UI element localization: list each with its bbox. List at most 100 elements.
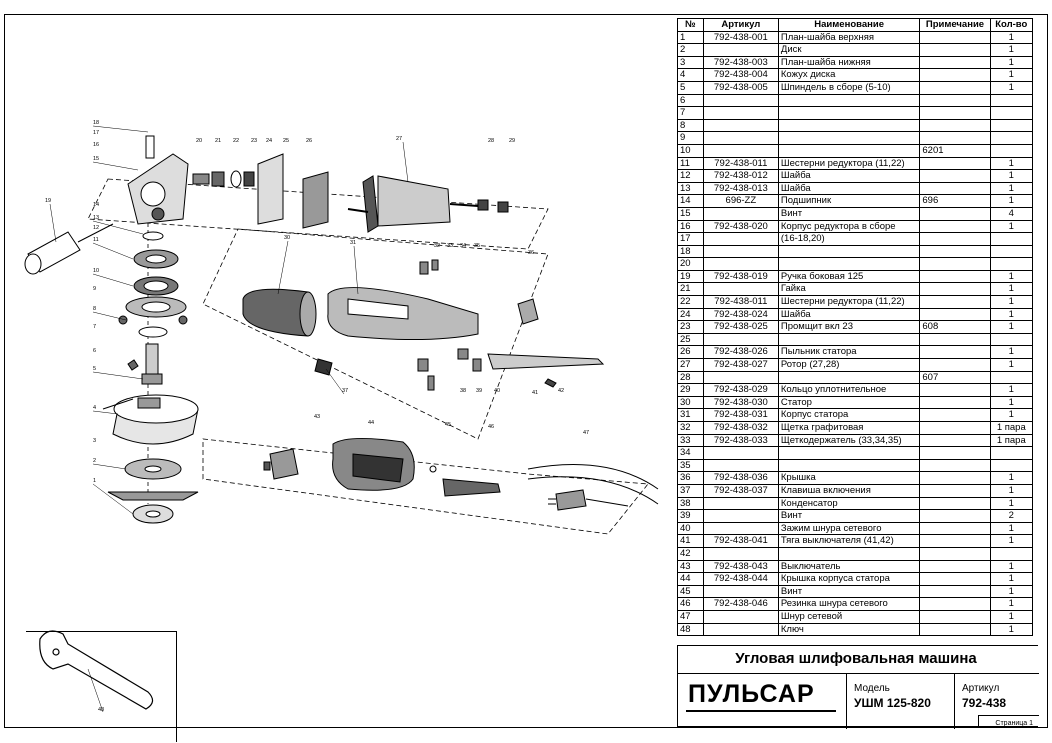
- cell-note: [919, 232, 991, 246]
- cell-number: 7: [677, 106, 704, 120]
- cell-note: [919, 80, 991, 95]
- cell-note: [919, 257, 991, 271]
- svg-text:37: 37: [342, 388, 348, 394]
- cell-article: 792-438-001: [702, 30, 779, 45]
- disc-guard-icon: [102, 394, 199, 445]
- motor-housing-icon: [314, 287, 479, 376]
- cell-quantity: [989, 131, 1034, 145]
- cell-quantity: 1: [989, 496, 1034, 511]
- cell-note: [919, 93, 991, 108]
- cell-note: [919, 68, 991, 82]
- svg-text:27: 27: [396, 136, 402, 142]
- svg-text:20: 20: [196, 138, 202, 144]
- cell-name: Выключатель: [777, 559, 921, 574]
- cell-name: Крышка корпуса статора: [777, 572, 921, 586]
- cell-note: [919, 358, 991, 372]
- cell-name: Шайба: [777, 307, 921, 322]
- cell-name: Шестерни редуктора (11,22): [777, 295, 921, 309]
- side-handle-icon: [24, 223, 114, 275]
- cell-article: 792-438-003: [702, 55, 779, 70]
- svg-text:40: 40: [494, 388, 500, 394]
- cell-article: 792-438-025: [702, 320, 779, 334]
- cell-quantity: 4: [989, 206, 1034, 221]
- article-area: Артикул 792-438: [954, 673, 1039, 729]
- cell-article: 792-438-043: [702, 559, 779, 574]
- cell-quantity: [989, 370, 1034, 385]
- cell-number: 1: [677, 30, 704, 45]
- cell-quantity: 1: [989, 534, 1034, 548]
- cell-name: [777, 118, 921, 133]
- table-row: 42: [677, 546, 1034, 561]
- brush-holder-icon: [417, 259, 605, 391]
- cell-quantity: 1: [989, 307, 1034, 322]
- cell-name: [777, 546, 921, 561]
- cell-name: Промщит вкл 23: [777, 320, 921, 334]
- cell-name: Корпус редуктора в сборе: [777, 219, 921, 234]
- svg-text:43: 43: [314, 414, 320, 420]
- product-title: Угловая шлифовальная машина: [735, 650, 977, 667]
- cell-note: [919, 521, 991, 536]
- article-label: Артикул: [962, 683, 1000, 694]
- cell-article: 792-438-004: [702, 68, 779, 82]
- svg-text:15: 15: [93, 156, 99, 162]
- cell-quantity: 1: [989, 30, 1034, 45]
- cell-article: [702, 43, 779, 57]
- cell-note: [919, 421, 991, 435]
- cell-name: Щетка графитовая: [777, 421, 921, 435]
- cell-article: 792-438-033: [702, 433, 779, 448]
- svg-text:9: 9: [93, 286, 96, 292]
- cell-quantity: 1: [989, 483, 1034, 498]
- cell-name: Шестерни редуктора (11,22): [777, 156, 921, 171]
- cell-note: [919, 118, 991, 133]
- cell-note: 696: [919, 194, 991, 208]
- cell-name: Крышка: [777, 471, 921, 485]
- cell-article: [702, 143, 779, 158]
- cell-number: 2: [677, 43, 704, 57]
- svg-text:30: 30: [284, 235, 290, 241]
- cell-number: 38: [677, 496, 704, 511]
- cell-number: 21: [677, 282, 704, 297]
- svg-text:42: 42: [558, 388, 564, 394]
- cell-article: 792-438-046: [702, 597, 779, 611]
- wrench-frame: [26, 631, 177, 742]
- svg-text:19: 19: [45, 198, 51, 204]
- cell-number: 37: [677, 483, 704, 498]
- svg-text:12: 12: [93, 225, 99, 231]
- cell-quantity: 1: [989, 269, 1034, 284]
- cell-article: 792-438-037: [702, 483, 779, 498]
- cell-article: 792-438-020: [702, 219, 779, 234]
- logo-underline: [686, 710, 836, 712]
- gear-icon: [118, 249, 188, 338]
- cell-article: 792-438-041: [702, 534, 779, 548]
- svg-text:38: 38: [460, 388, 466, 394]
- svg-text:41: 41: [532, 390, 538, 396]
- cell-note: [919, 597, 991, 611]
- page-number-box: Страница 1: [978, 715, 1039, 728]
- cell-quantity: 1: [989, 282, 1034, 297]
- cell-article: 792-438-029: [702, 383, 779, 397]
- cell-number: 12: [677, 169, 704, 183]
- cell-article: [702, 118, 779, 133]
- cell-number: 5: [677, 80, 704, 95]
- cell-number: 31: [677, 408, 704, 422]
- cell-name: [777, 370, 921, 385]
- cell-name: Пыльник статора: [777, 345, 921, 360]
- cell-number: 10: [677, 143, 704, 158]
- cell-quantity: 1 пара: [989, 421, 1034, 435]
- cell-article: [702, 244, 779, 259]
- cell-name: Ручка боковая 125: [777, 269, 921, 284]
- cell-note: [919, 269, 991, 284]
- cell-number: 42: [677, 546, 704, 561]
- cell-article: 792-438-026: [702, 345, 779, 360]
